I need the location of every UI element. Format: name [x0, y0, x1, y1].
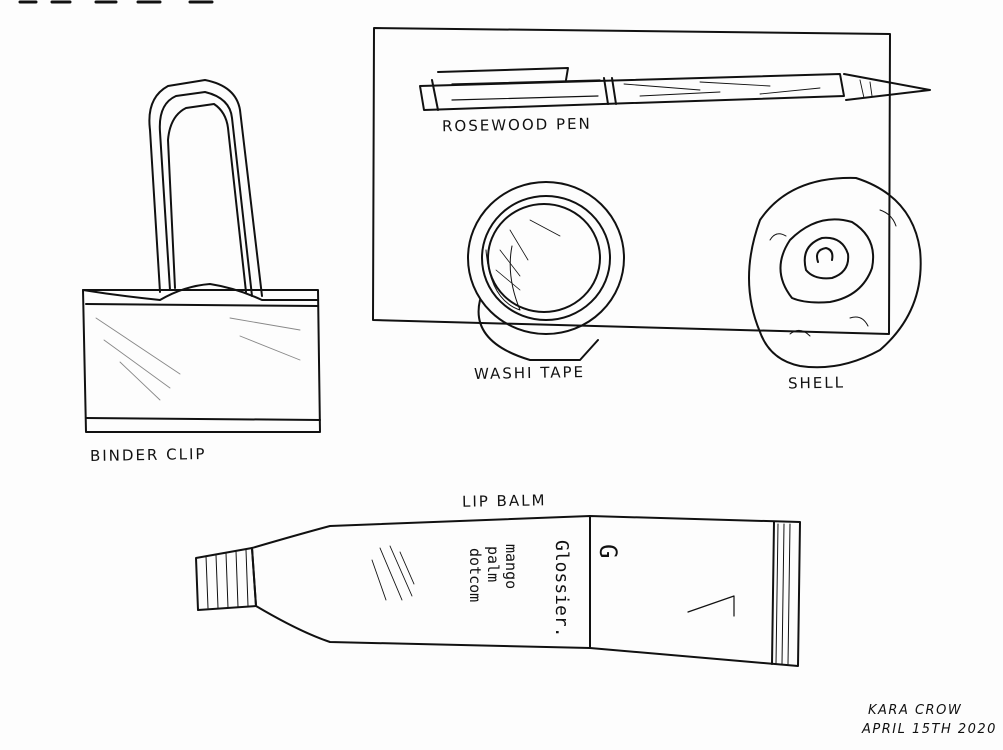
label-rosewood-pen: ROSEWOOD PEN [441, 114, 592, 136]
tube-brand-text: Glossier. [551, 540, 572, 638]
tube-flavor-line2: palm [484, 546, 502, 583]
washi-tape-drawing [467, 181, 625, 361]
tube-flavor-line3: dotcom [466, 548, 484, 603]
tube-logo: G [594, 544, 622, 559]
card-rectangle [372, 27, 891, 335]
signature-name: KARA CROW [868, 703, 963, 718]
rosewood-pen-drawing [419, 67, 931, 111]
tube-flavor-line1: mango [502, 544, 520, 590]
label-washi-tape: WASHI TAPE [473, 363, 586, 383]
binder-clip-drawing [82, 79, 321, 433]
shell-drawing [748, 176, 922, 369]
label-lip-balm: LIP BALM [461, 491, 547, 511]
signature-date: APRIL 15TH 2020 [862, 722, 997, 737]
label-binder-clip: BINDER CLIP [89, 444, 207, 466]
label-shell: SHELL [787, 373, 846, 393]
lip-balm-drawing [195, 515, 801, 667]
